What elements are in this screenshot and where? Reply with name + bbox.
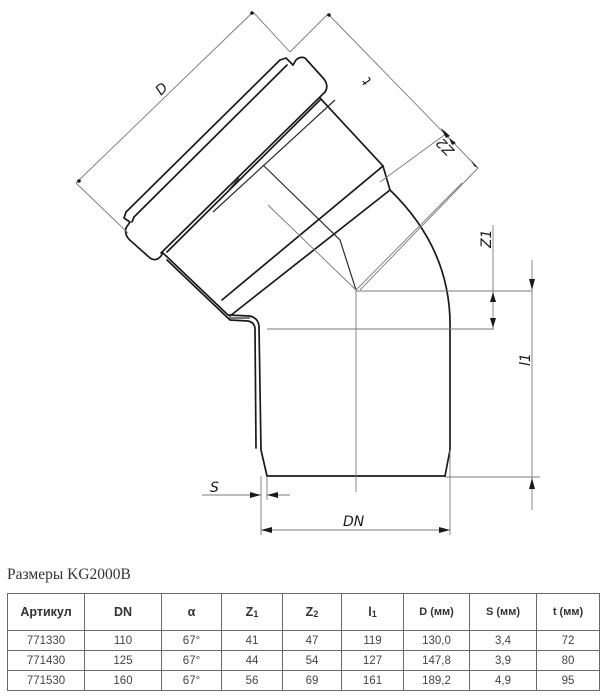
cell-l1: 119 [341,630,404,651]
cell-alpha: 67° [161,650,222,671]
label-dn: DN [343,514,365,530]
cell-z1: 56 [221,670,283,691]
dimension-d: D [75,11,291,234]
table-title: Размеры KG2000B [7,566,131,583]
dimension-l1: l1 [518,260,535,510]
header-d: D (мм) [403,593,470,631]
cell-z2: 47 [282,630,342,651]
cell-article: 771430 [7,650,85,671]
cell-dn: 110 [84,630,162,651]
label-s: S [210,480,219,496]
cell-s: 3,9 [469,650,537,671]
dimension-t-z2: t Z2 [289,13,479,291]
cell-s: 4,9 [469,670,537,691]
cell-article: 771330 [7,630,85,651]
cell-dn: 125 [84,650,162,671]
cell-z2: 54 [282,650,342,671]
label-l1: l1 [518,353,534,366]
bend-body [266,182,540,492]
cell-d: 189,2 [403,670,470,691]
cell-t: 80 [536,650,600,671]
cell-z1: 44 [221,650,283,671]
cell-l1: 161 [341,670,404,691]
label-d: D [153,80,172,99]
cell-dn: 160 [84,670,162,691]
socket-outline [123,56,391,477]
table-row: 771430 125 67° 44 54 127 147,8 3,9 80 [7,650,600,671]
dimension-z1: Z1 [479,225,496,330]
cell-z2: 69 [282,670,342,691]
cell-article: 771530 [7,670,85,691]
header-article: Артикул [7,593,85,631]
cell-d: 147,8 [403,650,470,671]
label-z2: Z2 [433,134,458,159]
dimension-dn: DN [261,450,451,535]
header-s: S (мм) [469,593,537,631]
cell-alpha: 67° [161,670,222,691]
label-t: t [359,73,375,89]
pipe-bend-drawing: D t Z2 Z1 l1 S [75,11,540,535]
cell-s: 3,4 [469,630,537,651]
table-row: 771330 110 67° 41 47 119 130,0 3,4 72 [7,630,600,651]
header-dn: DN [84,593,162,631]
cell-d: 130,0 [403,630,470,651]
dimension-s: S [202,476,290,535]
label-z1: Z1 [479,230,495,250]
cell-z1: 41 [221,630,283,651]
header-l1: l1 [341,593,404,631]
header-alpha: α [161,593,222,631]
header-z1: Z1 [221,593,283,631]
table-row: 771530 160 67° 56 69 161 189,2 4,9 95 [7,670,600,691]
cell-t: 95 [536,670,600,691]
table-header-row: Артикул DN α Z1 Z2 l1 D (мм) S (мм) t (м… [7,593,600,631]
cell-alpha: 67° [161,630,222,651]
dimensions-table: Артикул DN α Z1 Z2 l1 D (мм) S (мм) t (м… [7,593,600,691]
header-z2: Z2 [282,593,342,631]
cell-t: 72 [536,630,600,651]
cell-l1: 127 [341,650,404,671]
header-t: t (мм) [536,593,600,631]
